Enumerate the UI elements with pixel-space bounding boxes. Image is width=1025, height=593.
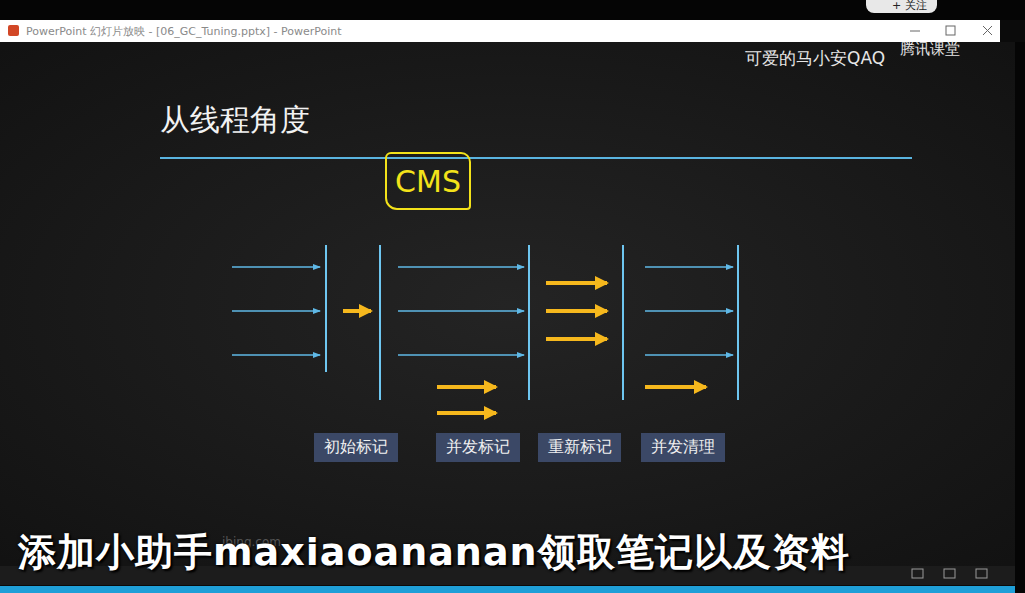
phase-name: 并发清理 xyxy=(651,437,715,458)
phase-name: 重新标记 xyxy=(548,437,612,458)
side-strip xyxy=(1015,42,1025,593)
phase-label: 并发清理 xyxy=(641,433,725,462)
top-strip xyxy=(0,0,1025,20)
thread-arrows xyxy=(232,267,733,355)
title-underline xyxy=(160,157,912,159)
title-bar xyxy=(0,20,1000,42)
handwritten-box: CMS xyxy=(385,152,471,210)
handwritten-text: CMS xyxy=(395,164,461,199)
window-controls xyxy=(910,26,992,35)
gc-thread-arrows xyxy=(343,283,706,413)
platform-watermark: 腾讯课堂 xyxy=(900,40,960,59)
chalkboard xyxy=(0,42,1015,566)
slide-title: 从线程角度 xyxy=(160,100,310,141)
window-title: PowerPoint 幻灯片放映 - [06_GC_Tuning.pptx] -… xyxy=(26,24,342,39)
phase-dividers xyxy=(326,245,738,400)
progress-bar xyxy=(0,586,1015,593)
player-icons xyxy=(912,569,987,578)
phase-name: 并发标记 xyxy=(446,437,510,458)
phase-label: 并发标记 xyxy=(436,433,520,462)
uploader-watermark: 可爱的马小安QAQ xyxy=(745,47,885,70)
follow-button: + 关注 xyxy=(866,0,937,13)
app-icon xyxy=(8,25,19,36)
phase-name: 初始标记 xyxy=(324,437,388,458)
subtitle: 添加小助手maxiaoananan领取笔记以及资料 xyxy=(18,527,850,578)
phase-label: 初始标记 xyxy=(314,433,398,462)
phase-label: 重新标记 xyxy=(538,433,621,462)
